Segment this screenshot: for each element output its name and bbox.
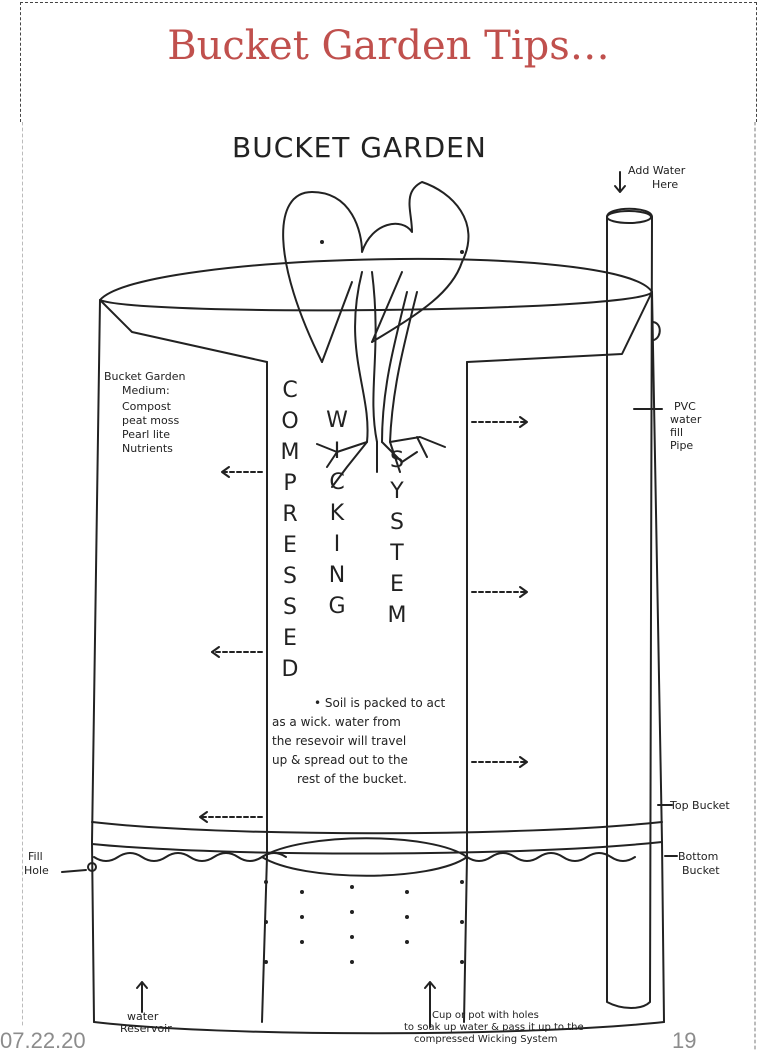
- title-box: Bucket Garden Tips…: [20, 2, 757, 122]
- cup-note: Cup or pot with holes to soak up water &…: [404, 1010, 587, 1045]
- soil-note: • Soil is packed to act as a wick. water…: [272, 696, 449, 786]
- medium-label: Bucket Garden Medium: Compost peat moss …: [104, 370, 189, 455]
- add-water-label: Add Water Here: [628, 164, 689, 191]
- pvc-label: PVC water fill Pipe: [670, 400, 705, 452]
- top-bucket-label: Top Bucket: [669, 799, 730, 812]
- slide-page-number: 19: [672, 1028, 696, 1054]
- bottom-bucket-label: Bottom Bucket: [678, 850, 722, 877]
- slide-title: Bucket Garden Tips…: [21, 23, 756, 69]
- water-reservoir-label: water Reservoir: [120, 1010, 172, 1035]
- drawing-heading: BUCKET GARDEN: [232, 131, 487, 164]
- bucket-garden-drawing: BUCKET GARDEN Add Water Here Bucket Gard…: [22, 122, 756, 1052]
- fill-hole-label: Fill Hole: [24, 850, 49, 877]
- slide-date: 07.22.20: [0, 1028, 86, 1054]
